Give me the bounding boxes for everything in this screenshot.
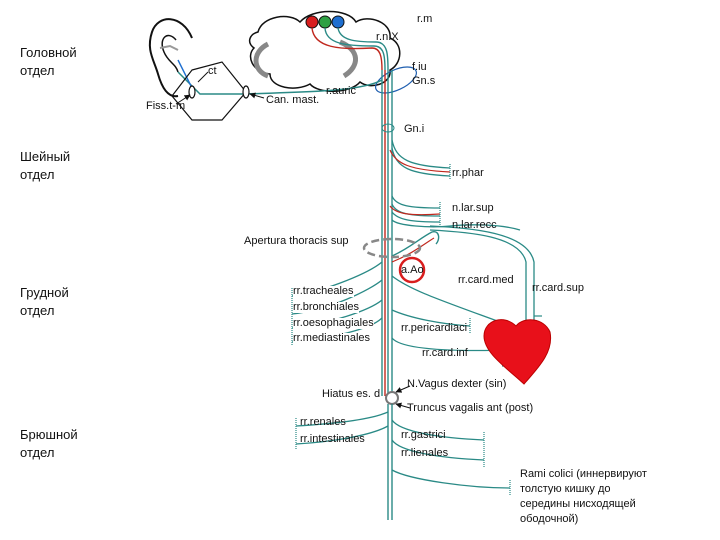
rr-phar-red [389, 149, 451, 173]
label-rr-oesophagiales: rr.oesophagiales [293, 317, 374, 329]
recurrent-loop [391, 231, 440, 257]
abdominal-trunk [387, 404, 393, 520]
label-truncus: Truncus vagalis ant (post) [407, 402, 534, 414]
label-n-vagus: N.Vagus dexter (sin) [407, 378, 507, 390]
section-head: Головной отдел [20, 44, 77, 80]
section-abdomen-line2: отдел [20, 445, 55, 460]
brainstem-left [253, 41, 270, 79]
fissure-marker [188, 85, 196, 99]
nucleus-green [318, 15, 332, 29]
section-head-line1: Головной [20, 45, 77, 60]
label-rr-mediastinales: rr.mediastinales [293, 332, 371, 344]
aorta-ring [398, 256, 426, 284]
label-rr-intestinales: rr.intestinales [300, 433, 365, 445]
label-rr-bronchiales: rr.bronchiales [293, 301, 360, 313]
label-f-iu: f.iu [412, 61, 427, 73]
section-thorax-line1: Грудной [20, 285, 69, 300]
label-fiss-t-m: Fiss.t-m [146, 100, 186, 112]
rami-colici-line1: Rami colici (иннервируют [520, 468, 647, 480]
ear-outline [148, 18, 193, 98]
label-rr-phar: rr.phar [452, 167, 484, 179]
ear-canal [159, 44, 179, 51]
section-abdomen: Брюшной отдел [20, 426, 78, 462]
label-rr-card-med: rr.card.med [458, 274, 514, 286]
auricular-branch-2 [177, 59, 193, 89]
nucleus-blue [331, 15, 345, 29]
section-abdomen-line1: Брюшной [20, 427, 78, 442]
label-r-m: r.m [417, 13, 433, 25]
n-lar-red [389, 205, 441, 216]
label-rr-pericardiaci: rr.pericardiaci [401, 322, 468, 334]
nucleus-red [305, 15, 319, 29]
rami-colici-line2: толстую кишку до [520, 483, 611, 495]
label-n-lar-sup: n.lar.sup [452, 202, 494, 214]
label-gn-i: Gn.i [404, 123, 425, 135]
label-hiatus: Hiatus es. d [322, 388, 381, 400]
label-rr-card-inf: rr.card.inf [422, 347, 468, 359]
rami-colici-note: Rami colici (иннервируют толстую кишку д… [520, 467, 647, 527]
label-rr-card-sup: rr.card.sup [532, 282, 584, 294]
ganglion-inferius [381, 123, 395, 133]
heart [483, 319, 552, 385]
vagus-trunk [381, 70, 393, 396]
recurrent-loop-2 [391, 237, 435, 263]
label-r-auric: r.auric [326, 85, 356, 97]
hiatus-ring [385, 391, 399, 405]
section-head-line2: отдел [20, 63, 55, 78]
label-rr-tracheales: rr.tracheales [293, 285, 354, 297]
cardiac-branches [391, 225, 535, 366]
label-ct: ct [208, 65, 217, 77]
temporal-bone-hexagon [171, 61, 247, 121]
abdominal-right-branches [391, 419, 511, 489]
label-can-mast: Can. mast. [266, 94, 320, 106]
fiss-arrow [175, 94, 191, 105]
label-rr-lienales: rr.lienales [401, 447, 449, 459]
rami-colici-line3: середины нисходящей [520, 498, 636, 510]
rr-phar-branches [391, 139, 451, 177]
vagus-arrow [395, 385, 411, 393]
ct-line [197, 71, 209, 83]
label-a-ao: a.Ao [401, 264, 424, 276]
section-neck-line1: Шейный [20, 149, 71, 164]
label-n-lar-recc: n.lar.recc [452, 219, 497, 231]
apertura-ellipse [362, 237, 422, 259]
rami-colici-line4: ободочной) [520, 513, 579, 525]
truncus-arrow [395, 402, 411, 409]
canal-marker [242, 85, 250, 99]
nucleus-fibers [311, 27, 389, 71]
section-thorax-line2: отдел [20, 303, 55, 318]
label-apertura: Apertura thoracis sup [244, 235, 349, 247]
section-neck: Шейный отдел [20, 148, 70, 184]
brainstem-right [338, 39, 358, 79]
label-gn-s: Gn.s [412, 75, 436, 87]
label-rr-gastrici: rr.gastrici [401, 429, 446, 441]
label-r-n-x: r.n.X [376, 31, 399, 43]
abdominal-left-branches [295, 411, 389, 445]
section-neck-line2: отдел [20, 167, 55, 182]
section-thorax: Грудной отдел [20, 284, 69, 320]
can-mast-arrow [249, 92, 265, 99]
label-rr-renales: rr.renales [300, 416, 346, 428]
